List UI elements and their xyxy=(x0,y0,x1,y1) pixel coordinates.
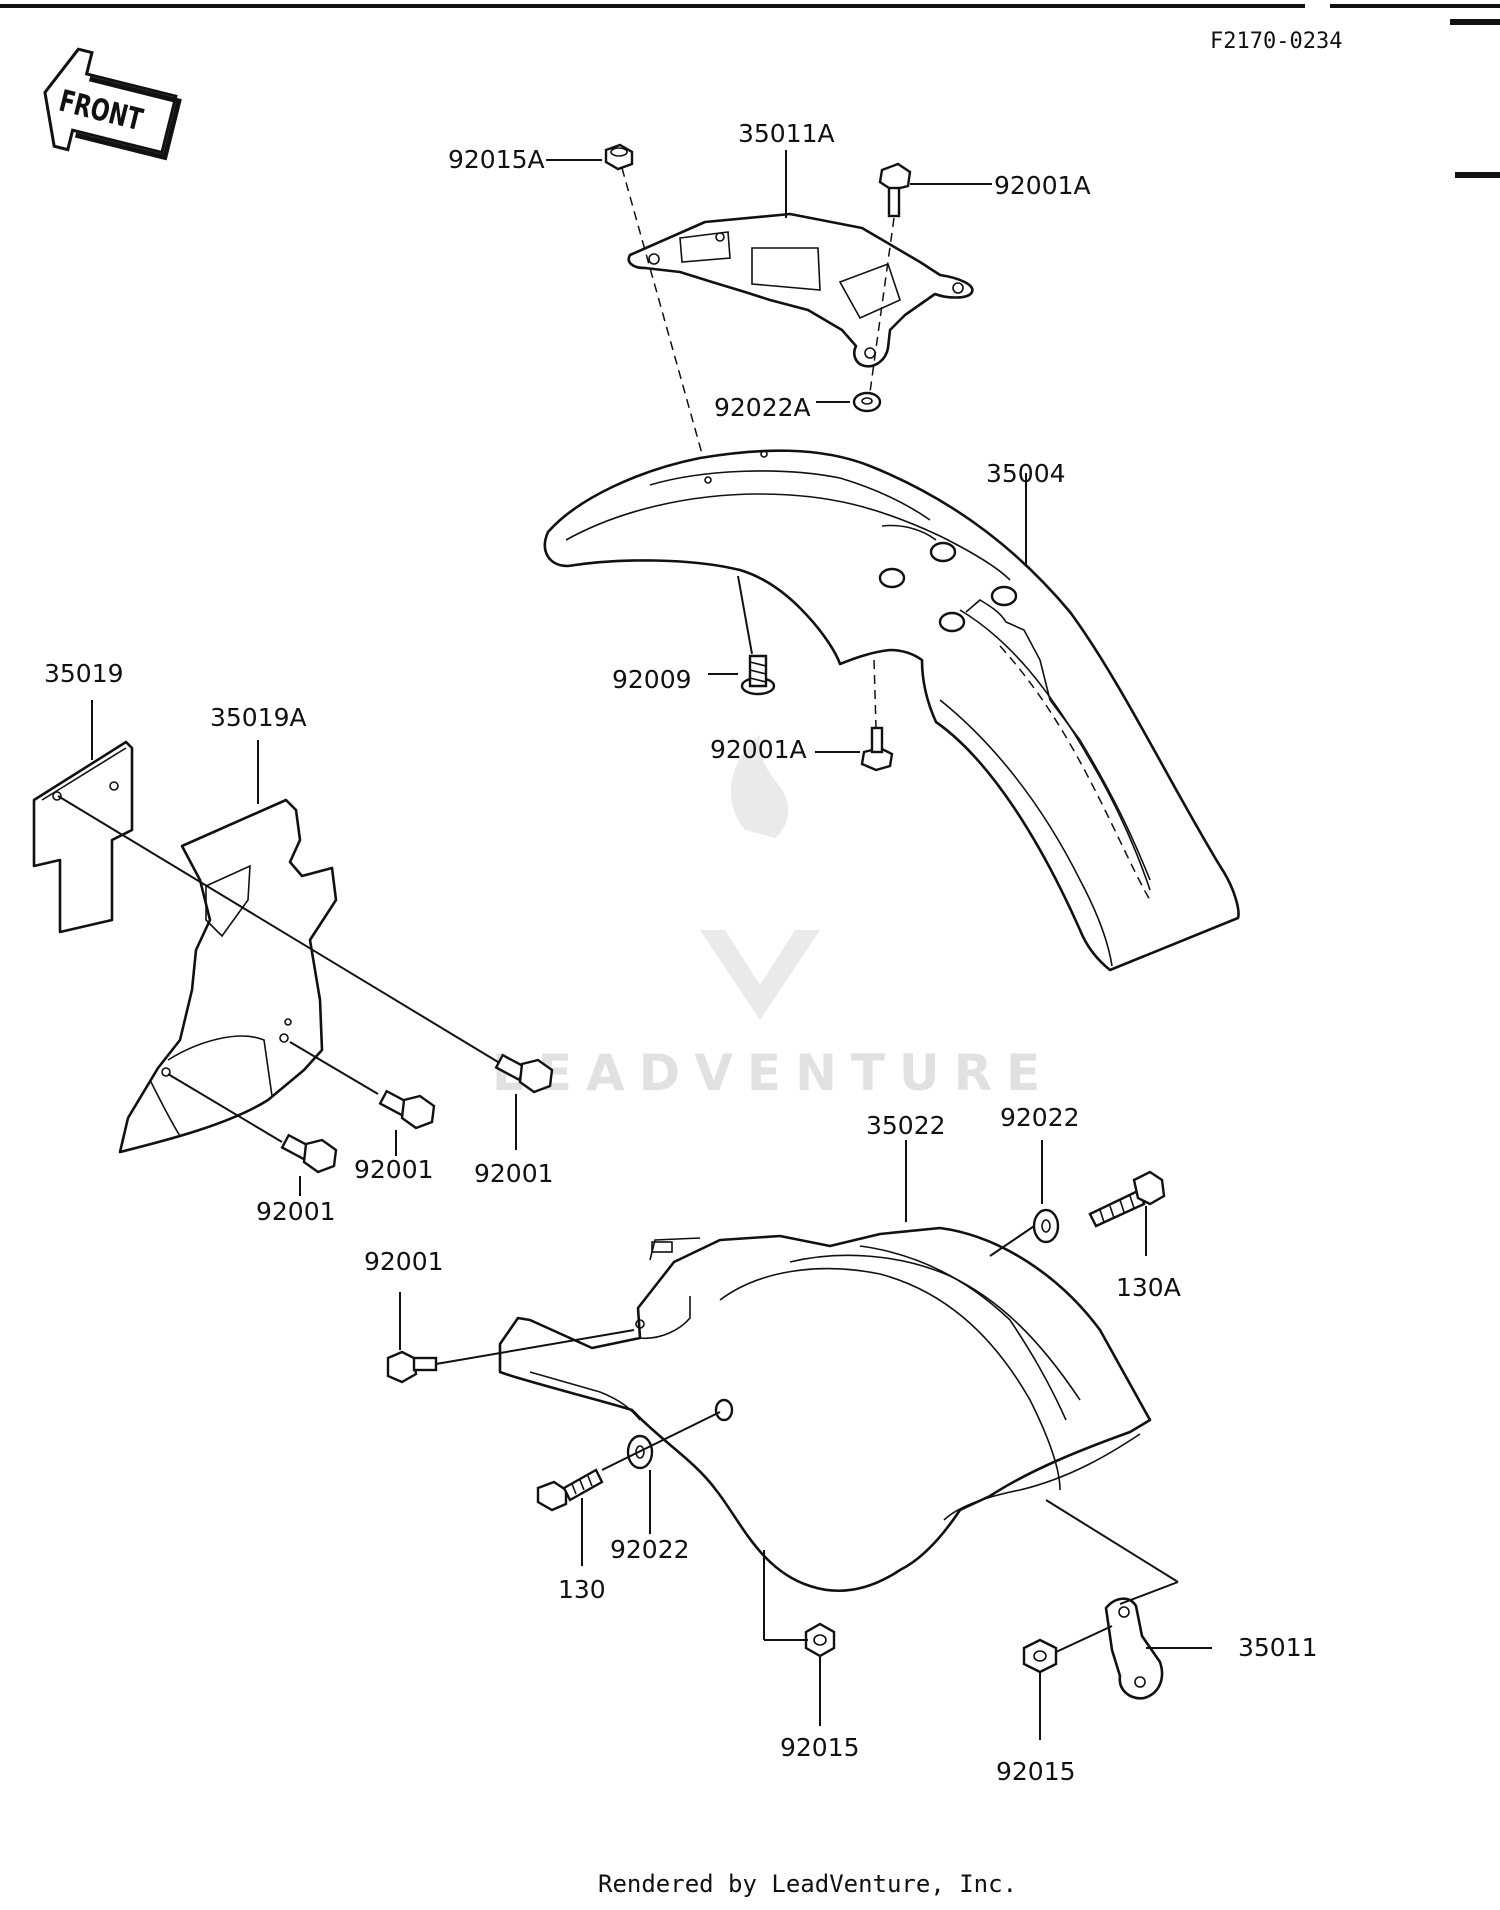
label-35004: 35004 xyxy=(986,459,1066,488)
nut-92015-right xyxy=(1022,1638,1058,1674)
washer-92022-top xyxy=(1032,1208,1060,1244)
label-92009: 92009 xyxy=(612,665,692,694)
bolt-92001-right xyxy=(494,1053,554,1094)
watermark-text: LEADVENTURE xyxy=(492,1044,1054,1102)
bracket-35011A xyxy=(627,212,974,368)
diagram-code: F2170-0234 xyxy=(1210,29,1342,54)
label-130A: 130A xyxy=(1116,1273,1181,1302)
bracket-35011 xyxy=(1104,1597,1164,1700)
bolt-92001-left xyxy=(280,1133,338,1174)
label-92001-middle: 92001 xyxy=(354,1155,434,1184)
label-92015A: 92015A xyxy=(448,145,545,174)
label-35022: 35022 xyxy=(866,1111,946,1140)
bolt-92001A-top xyxy=(878,162,912,218)
washer-92022A xyxy=(852,391,882,413)
label-92001-right: 92001 xyxy=(474,1159,554,1188)
nut-92015-left xyxy=(804,1622,836,1658)
label-130: 130 xyxy=(558,1575,606,1604)
rear-fender-35022 xyxy=(498,1226,1152,1593)
label-35019: 35019 xyxy=(44,659,124,688)
front-fender-35004 xyxy=(543,449,1240,972)
label-92001A-top: 92001A xyxy=(994,171,1091,200)
label-92022-top: 92022 xyxy=(1000,1103,1080,1132)
leadventure-watermark: LEADVENTURE xyxy=(492,735,1054,1102)
bolt-92001-rear xyxy=(386,1350,438,1384)
bolt-130A xyxy=(1088,1170,1166,1228)
footer-credit: Rendered by LeadVenture, Inc. xyxy=(598,1870,1017,1898)
bolt-92001A-bottom xyxy=(860,726,894,772)
plate-35019 xyxy=(32,740,134,934)
label-92015-right: 92015 xyxy=(996,1757,1076,1786)
label-92001A-bottom: 92001A xyxy=(710,735,807,764)
screw-92009 xyxy=(740,654,776,696)
cover-35019A xyxy=(118,798,338,1154)
label-35019A: 35019A xyxy=(210,703,307,732)
bolt-130 xyxy=(536,1468,604,1512)
bolt-92001-middle xyxy=(378,1089,436,1130)
label-92015-left: 92015 xyxy=(780,1733,860,1762)
page-frame xyxy=(0,4,1500,178)
front-arrow-icon: FRONT xyxy=(43,47,182,161)
label-92001-left: 92001 xyxy=(256,1197,336,1226)
label-92022A: 92022A xyxy=(714,393,811,422)
label-92022-bottom: 92022 xyxy=(610,1535,690,1564)
label-35011: 35011 xyxy=(1238,1633,1318,1662)
label-92001-rear: 92001 xyxy=(364,1247,444,1276)
label-35011A: 35011A xyxy=(738,119,835,148)
nut-92015A xyxy=(604,143,634,171)
